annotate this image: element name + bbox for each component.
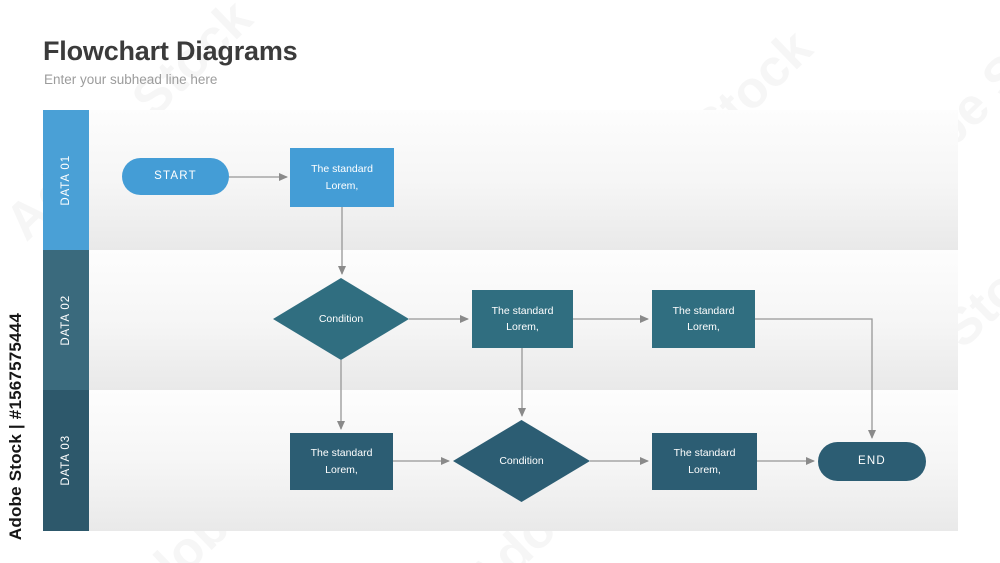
process-node-4-label: The standard Lorem,: [310, 447, 373, 476]
adobe-stock-id-text: Adobe Stock | #1567575444: [6, 313, 25, 541]
process-node-3: The standard Lorem,: [652, 290, 755, 348]
page-subtitle: Enter your subhead line here: [44, 72, 218, 87]
sidebar-item-data-01: DATA 01: [43, 110, 89, 250]
sidebar-item-data-02: DATA 02: [43, 250, 89, 390]
process-node-4: The standard Lorem,: [290, 433, 393, 490]
sidebar-label-data-02: DATA 02: [60, 294, 72, 346]
process-node-5: The standard Lorem,: [652, 433, 757, 490]
process-node-1-label: The standard Lorem,: [311, 163, 373, 192]
end-node: END: [818, 442, 926, 481]
page-title: Flowchart Diagrams: [43, 36, 298, 66]
start-node-label: START: [154, 169, 197, 182]
end-node-label: END: [858, 454, 886, 467]
decision-node-2-label: Condition: [499, 454, 544, 467]
sidebar-label-data-01: DATA 01: [60, 154, 72, 206]
process-node-3-label: The standard Lorem,: [672, 304, 735, 333]
adobe-stock-id-watermark: Adobe Stock | #1567575444: [2, 306, 30, 548]
decision-node-1-label: Condition: [318, 312, 364, 325]
sidebar-item-data-03: DATA 03: [43, 390, 89, 531]
process-node-2-label: The standard Lorem,: [491, 304, 554, 333]
sidebar-label-data-03: DATA 03: [60, 435, 72, 486]
process-node-5-label: The standard Lorem,: [673, 447, 736, 476]
process-node-1: The standard Lorem,: [290, 148, 394, 207]
start-node: START: [122, 158, 229, 195]
process-node-2: The standard Lorem,: [472, 290, 573, 348]
